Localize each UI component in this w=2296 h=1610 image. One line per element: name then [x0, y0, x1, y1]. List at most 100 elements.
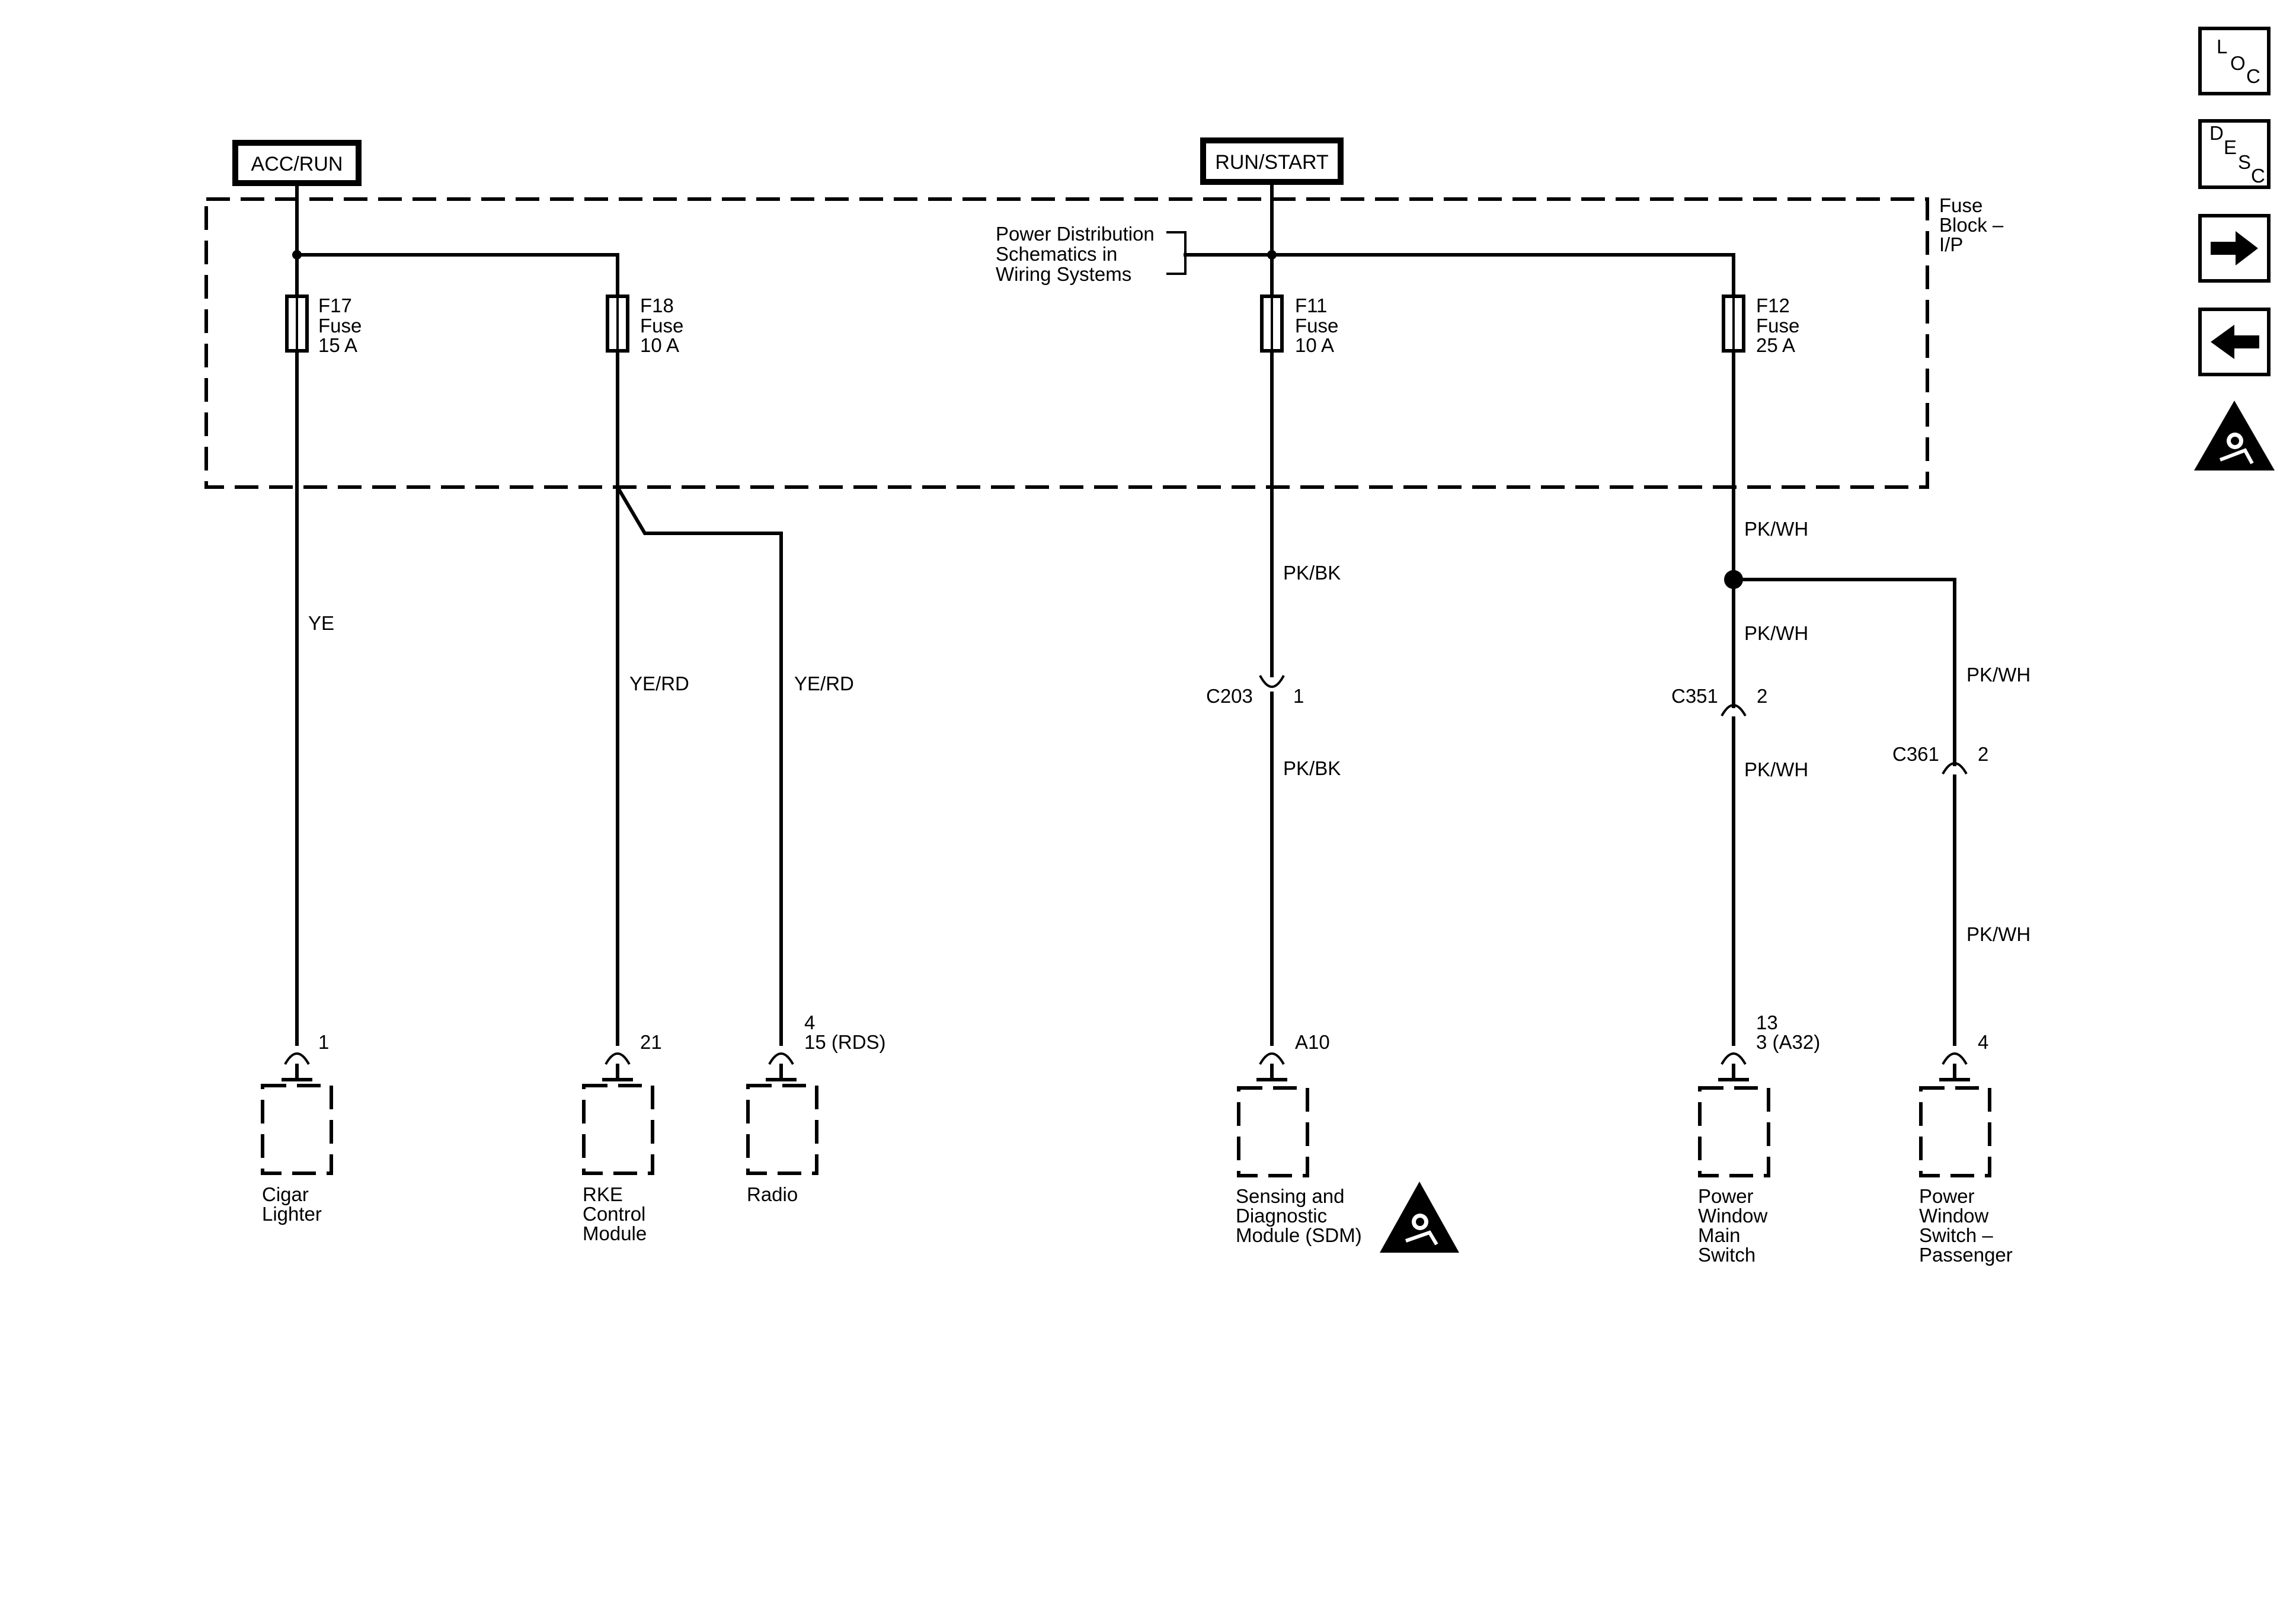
sdm-pin: A10	[1295, 1031, 1330, 1053]
svg-text:Sensing and: Sensing and	[1236, 1185, 1344, 1207]
arrow-right-icon	[2211, 231, 2258, 265]
svg-text:Power: Power	[1919, 1185, 1975, 1207]
wire-label-pk-wh-pass-upper: PK/WH	[1966, 664, 2030, 686]
svg-text:S: S	[2238, 151, 2251, 173]
power-distribution-label: Power Distribution Schematics in Wiring …	[996, 223, 1155, 285]
sdm-airbag-warning-icon	[1380, 1182, 1459, 1253]
wire-label-ye: YE	[308, 612, 334, 634]
wire-label-ye-rd-radio: YE/RD	[794, 673, 854, 694]
svg-text:Radio: Radio	[747, 1183, 798, 1205]
rke-pin: 21	[640, 1031, 662, 1053]
svg-text:RKE: RKE	[583, 1183, 623, 1205]
run-start-label: RUN/START	[1215, 151, 1328, 174]
radio-pin-1: 4	[804, 1012, 815, 1033]
svg-text:Main: Main	[1698, 1224, 1741, 1246]
svg-text:F18: F18	[640, 295, 674, 316]
wire-label-pk-bk-lower: PK/BK	[1283, 757, 1341, 779]
svg-text:Fuse: Fuse	[1756, 315, 1799, 337]
airbag-warning-icon	[2194, 401, 2275, 470]
svg-text:I/P: I/P	[1939, 233, 1963, 255]
svg-text:F17: F17	[318, 295, 352, 316]
svg-text:Switch: Switch	[1698, 1244, 1755, 1266]
svg-text:D: D	[2209, 122, 2224, 144]
component-power-window-main-switch: 13 3 (A32) Power Window Main Switch	[1698, 1012, 1820, 1266]
svg-text:C203: C203	[1206, 685, 1253, 707]
svg-text:Lighter: Lighter	[262, 1203, 322, 1225]
svg-text:Power Distribution: Power Distribution	[996, 223, 1155, 245]
svg-text:Module (SDM): Module (SDM)	[1236, 1224, 1362, 1246]
svg-text:1: 1	[1293, 685, 1304, 707]
svg-text:L: L	[2217, 36, 2227, 57]
svg-text:F12: F12	[1756, 295, 1790, 316]
power-distribution-bracket	[1166, 231, 1187, 275]
cigar-pin: 1	[318, 1031, 329, 1053]
connector-c361: C361 2	[1892, 743, 1988, 795]
loc-button[interactable]: L O C	[2198, 27, 2271, 95]
wire-label-pk-wh-low: PK/WH	[1744, 758, 1808, 780]
component-rke-control-module: 21 RKE Control Module	[582, 1031, 662, 1244]
svg-text:Passenger: Passenger	[1919, 1244, 2013, 1266]
svg-text:Module: Module	[583, 1222, 647, 1244]
component-radio: 4 15 (RDS) Radio	[746, 1012, 886, 1205]
component-sdm: A10 Sensing and Diagnostic Module (SDM)	[1236, 1031, 1362, 1246]
fuse-block-label: Fuse Block – I/P	[1939, 194, 2004, 255]
pwp-pin: 4	[1978, 1031, 1988, 1053]
svg-text:Switch –: Switch –	[1919, 1224, 1993, 1246]
svg-text:Fuse: Fuse	[1939, 194, 1982, 216]
run-start-supply: RUN/START	[1200, 137, 1344, 185]
svg-text:E: E	[2224, 136, 2237, 158]
svg-text:Diagnostic: Diagnostic	[1236, 1205, 1327, 1227]
splice-acc	[292, 250, 302, 260]
wire-ye-rd-radio	[615, 484, 783, 1046]
next-page-button[interactable]	[2198, 214, 2271, 283]
svg-text:O: O	[2230, 52, 2246, 74]
wire-label-pk-wh-pass-lower: PK/WH	[1966, 923, 2030, 945]
svg-text:Control: Control	[583, 1203, 645, 1225]
wire-label-ye-rd-rke: YE/RD	[629, 673, 689, 694]
svg-text:C351: C351	[1671, 685, 1718, 707]
desc-button[interactable]: D E S C	[2198, 119, 2271, 189]
svg-text:Block –: Block –	[1939, 214, 2004, 236]
svg-text:Schematics in: Schematics in	[996, 243, 1117, 265]
svg-text:Cigar: Cigar	[262, 1183, 309, 1205]
wire-label-pk-wh-mid: PK/WH	[1744, 622, 1808, 644]
svg-text:2: 2	[1978, 743, 1988, 765]
connector-c351: C351 2	[1671, 685, 1767, 737]
pwm-pin-2: 3 (A32)	[1756, 1031, 1820, 1053]
component-power-window-switch-passenger: 4 Power Window Switch – Passenger	[1919, 1031, 2013, 1266]
fuse-f18: F18 Fuse 10 A	[606, 295, 683, 356]
radio-pin-2: 15 (RDS)	[804, 1031, 886, 1053]
prev-page-button[interactable]	[2198, 308, 2271, 376]
svg-text:Fuse: Fuse	[640, 315, 683, 337]
fuse-f17: F17 Fuse 15 A	[285, 295, 362, 356]
svg-text:Fuse: Fuse	[318, 315, 362, 337]
svg-text:2: 2	[1757, 685, 1767, 707]
svg-text:15 A: 15 A	[318, 334, 357, 356]
splice-pk-wh	[1724, 570, 1743, 589]
svg-text:Window: Window	[1698, 1205, 1768, 1227]
acc-run-supply: ACC/RUN	[232, 140, 362, 186]
svg-text:10 A: 10 A	[1295, 334, 1334, 356]
connector-c203: C203 1	[1206, 655, 1304, 707]
pwm-pin-1: 13	[1756, 1012, 1778, 1033]
svg-text:10 A: 10 A	[640, 334, 679, 356]
acc-run-label: ACC/RUN	[251, 153, 343, 175]
fuse-block-outline	[204, 197, 1929, 489]
fuse-f11: F11 Fuse 10 A	[1260, 295, 1338, 356]
svg-text:Power: Power	[1698, 1185, 1754, 1207]
svg-text:C361: C361	[1892, 743, 1939, 765]
svg-text:25 A: 25 A	[1756, 334, 1795, 356]
wire-label-pk-bk-upper: PK/BK	[1283, 562, 1341, 584]
airbag-info-button[interactable]	[2194, 401, 2275, 470]
component-cigar-lighter: 1 Cigar Lighter	[261, 1031, 333, 1225]
svg-text:Wiring Systems: Wiring Systems	[996, 263, 1131, 285]
svg-text:Window: Window	[1919, 1205, 1989, 1227]
svg-text:C: C	[2246, 65, 2260, 87]
arrow-left-icon	[2211, 325, 2259, 359]
svg-text:F11: F11	[1295, 295, 1327, 316]
svg-text:Fuse: Fuse	[1295, 315, 1338, 337]
svg-text:C: C	[2251, 165, 2265, 187]
wire-pk-wh-pass-upper	[1732, 578, 1956, 766]
fuse-f12: F12 Fuse 25 A	[1722, 295, 1799, 356]
